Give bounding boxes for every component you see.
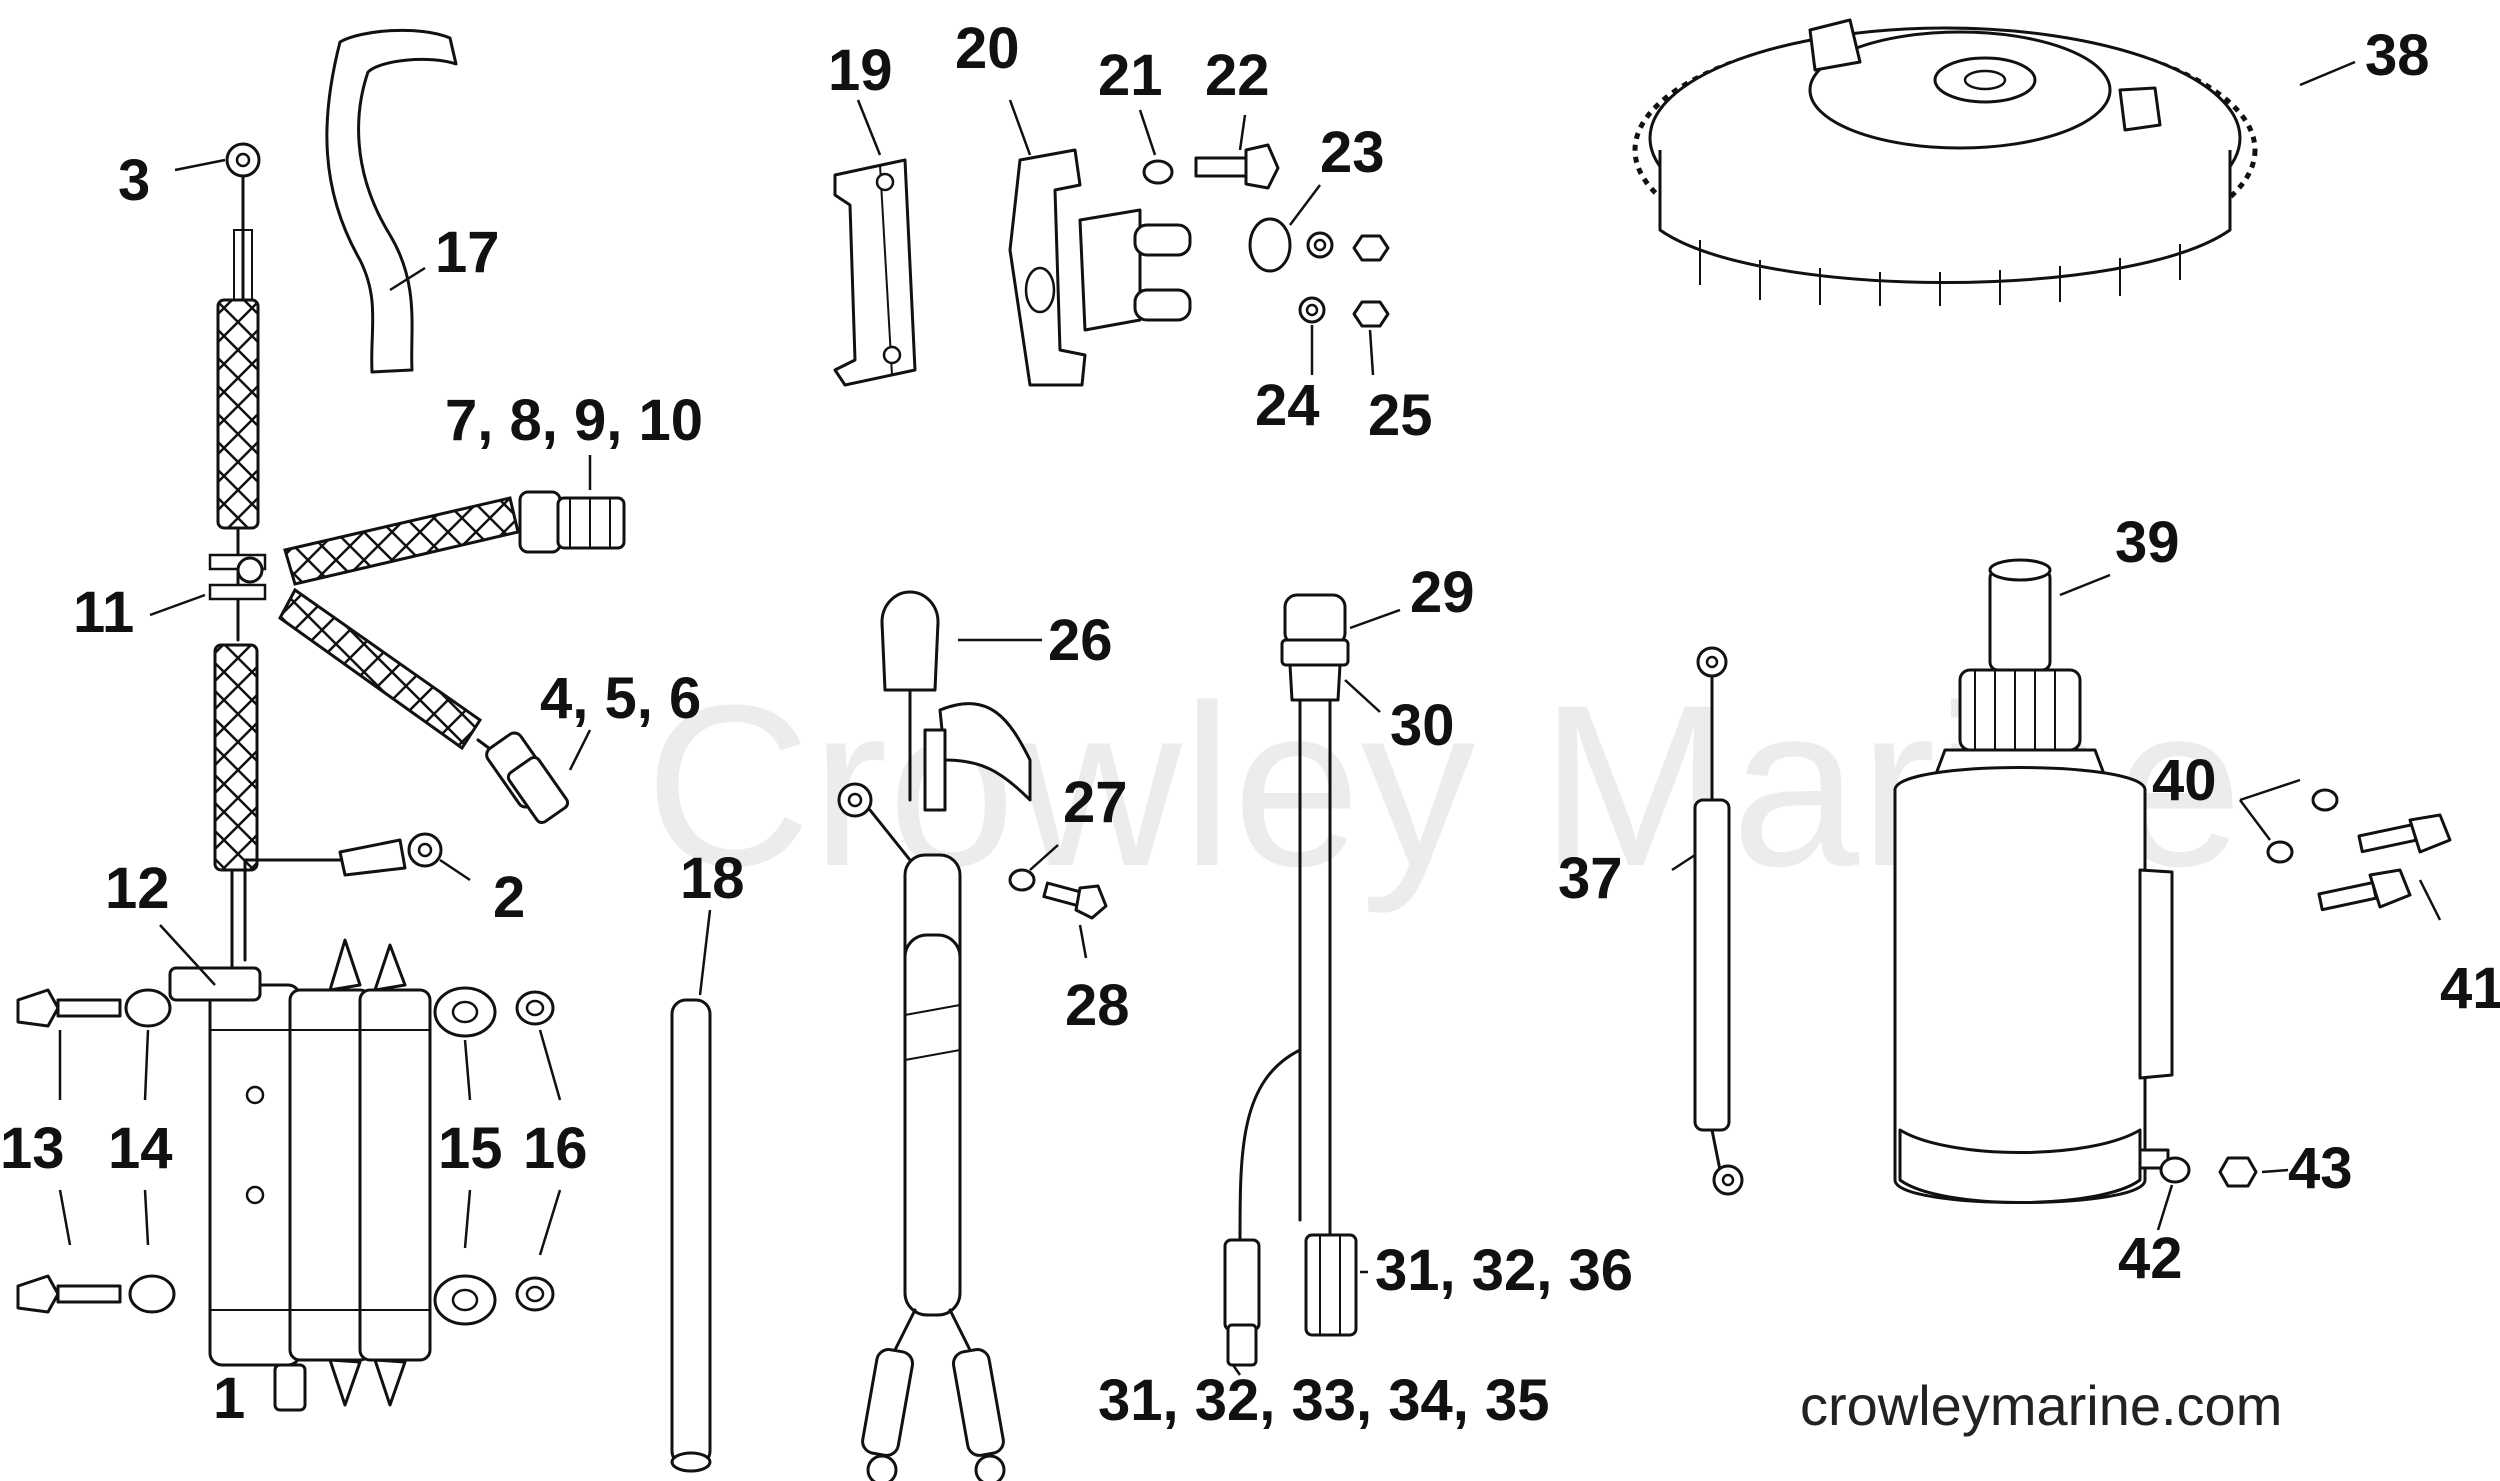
callout-22: 22: [1205, 43, 1270, 108]
callout-7-8-9-10: 7, 8, 9, 10: [445, 388, 703, 453]
callout-18: 18: [680, 846, 745, 911]
callout-42: 42: [2118, 1226, 2183, 1291]
sensor-part-29: [1223, 593, 1358, 1367]
starter-motor-part-39: [1893, 558, 2174, 1204]
callout-23: 23: [1320, 120, 1385, 185]
callout-39: 39: [2115, 510, 2180, 575]
callout-16: 16: [523, 1116, 588, 1181]
bracket-part-19: [833, 158, 917, 387]
callout-24: 24: [1255, 373, 1320, 438]
ignition-coil-part-1: [168, 938, 432, 1412]
callout-3: 3: [118, 148, 150, 213]
callout-2: 2: [493, 865, 525, 930]
callout-25: 25: [1368, 383, 1433, 448]
callout-labels: 1 2 3 4, 5, 6 7, 8, 9, 10 11 12 13 14 15…: [0, 16, 2500, 1433]
tube-part-18: [670, 998, 712, 1473]
site-url: crowleymarine.com: [1800, 1374, 2282, 1437]
hardware-27-28: [1008, 868, 1108, 920]
leader-lines: [58, 60, 2442, 1376]
hardware-13-16: [16, 986, 555, 1326]
callout-31-32-36: 31, 32, 36: [1375, 1238, 1633, 1303]
callout-13: 13: [0, 1116, 65, 1181]
callout-38: 38: [2365, 23, 2430, 88]
hardware-40-43: [2159, 788, 2452, 1188]
callout-37: 37: [1558, 846, 1623, 911]
hardware-21-25: [1142, 143, 1390, 328]
spark-plug-lead-part-26: [837, 590, 1032, 1481]
callout-21: 21: [1098, 43, 1163, 108]
callout-26: 26: [1048, 608, 1113, 673]
callout-40: 40: [2152, 748, 2217, 813]
callout-1: 1: [213, 1366, 245, 1431]
callout-41: 41: [2440, 956, 2500, 1021]
callout-31-32-33-34-35: 31, 32, 33, 34, 35: [1098, 1368, 1549, 1433]
battery-cable-part-37: [1693, 646, 1744, 1196]
callout-4-5-6: 4, 5, 6: [540, 666, 701, 731]
callout-27: 27: [1063, 770, 1128, 835]
callout-43: 43: [2288, 1136, 2353, 1201]
callout-20: 20: [955, 16, 1020, 81]
callout-29: 29: [1410, 560, 1475, 625]
wiring-harness: [208, 142, 626, 977]
callout-11: 11: [73, 580, 134, 645]
callout-15: 15: [438, 1116, 503, 1181]
callout-14: 14: [108, 1116, 173, 1181]
flywheel-part-38: [1632, 18, 2258, 306]
callout-28: 28: [1065, 973, 1130, 1038]
callout-12: 12: [105, 856, 170, 921]
hose-part-17: [325, 28, 458, 374]
callout-19: 19: [828, 38, 893, 103]
callout-17: 17: [435, 220, 500, 285]
switch-part-20: [1008, 148, 1192, 387]
callout-30: 30: [1390, 693, 1455, 758]
